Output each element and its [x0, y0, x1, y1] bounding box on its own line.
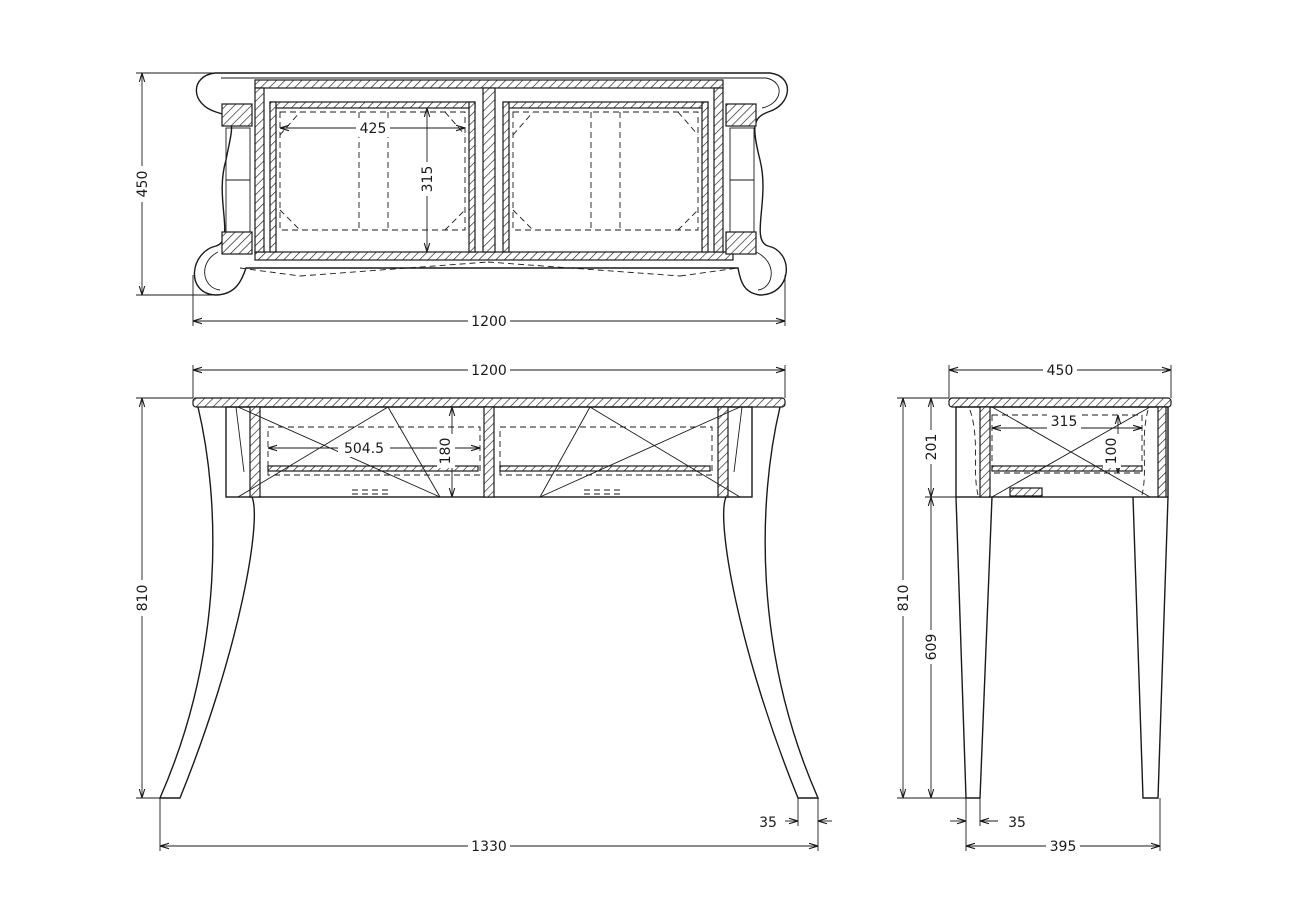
- side-base-depth-label: 395: [1050, 839, 1077, 855]
- top-drawer-width-label: 425: [360, 121, 387, 137]
- top-view-outline: [193, 72, 789, 296]
- front-view: 504.5 180 1200 810 35 1330: [133, 361, 832, 855]
- side-height-label: 810: [896, 585, 912, 612]
- front-right-leg: [722, 406, 820, 799]
- side-drawer-height-label: 100: [1104, 438, 1120, 465]
- front-drawer-width-label: 504.5: [344, 441, 384, 457]
- side-leg-height-label: 609: [924, 634, 940, 661]
- front-leg-tip-label: 35: [759, 815, 777, 831]
- front-drawer-height-label: 180: [438, 438, 454, 465]
- side-apron-height-label: 201: [924, 434, 940, 461]
- front-left-leg: [158, 406, 256, 799]
- top-width-label: 1200: [471, 314, 507, 330]
- front-top-width-label: 1200: [471, 363, 507, 379]
- side-back-leg: [1132, 496, 1169, 799]
- side-top-depth-label: 450: [1047, 363, 1074, 379]
- side-drawer-depth-label: 315: [1051, 414, 1078, 430]
- side-view: 315 100 450 810 201 609 35 395: [894, 361, 1172, 855]
- top-view: 425 315 450 1200: [133, 72, 789, 330]
- top-depth-label: 450: [135, 171, 151, 198]
- side-front-leg: [955, 496, 993, 799]
- top-drawer-depth-label: 315: [420, 166, 436, 193]
- front-height-label: 810: [135, 585, 151, 612]
- side-leg-tip-label: 35: [1008, 815, 1026, 831]
- front-base-width-label: 1330: [471, 839, 507, 855]
